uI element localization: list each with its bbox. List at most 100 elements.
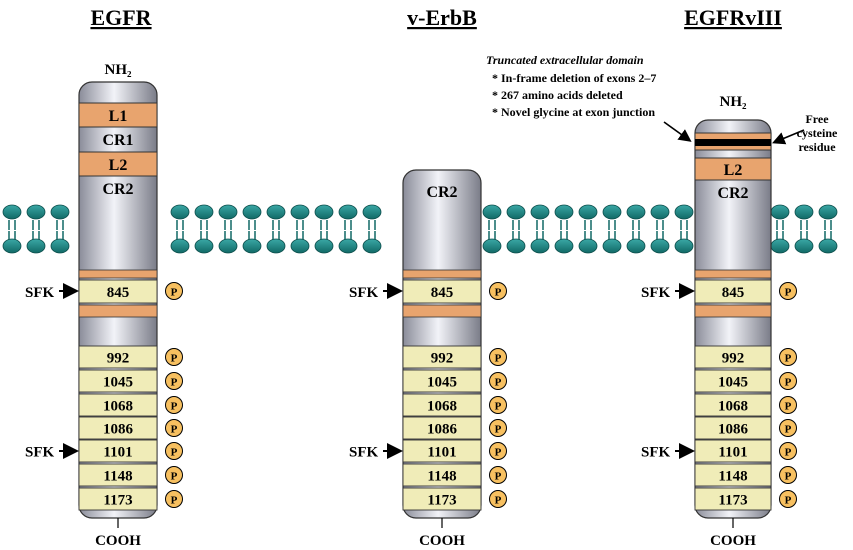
egfrviii-cr2-label: CR2 <box>717 185 748 202</box>
egfr-site-1045-label: 1045 <box>103 375 133 391</box>
verbb-site-1173 <box>402 487 482 511</box>
egfr-sfk-1101-label: SFK <box>25 445 55 461</box>
egfrviii-sfk-845-label: SFK <box>641 285 671 301</box>
egfr-l1-label: L1 <box>109 108 128 125</box>
egfrviii-nh2-label: NH₂ <box>720 94 748 110</box>
egfrviii-phospho-1086-label: P <box>785 424 792 436</box>
verbb-site-992 <box>402 345 482 369</box>
egfr-site-1086 <box>78 416 158 440</box>
lipid-head <box>50 204 70 220</box>
egfr-phospho-992-label: P <box>171 353 178 365</box>
egfrviii-phospho-1148-icon <box>779 466 797 484</box>
egfrviii-l2-label: L2 <box>724 162 743 179</box>
lipid-head <box>794 238 814 254</box>
lipid-head <box>242 238 262 254</box>
egfrviii-phospho-1068-icon <box>779 396 797 414</box>
egfrviii-phospho-1173-label: P <box>785 495 792 507</box>
annotation-line-2: * 267 amino acids deleted <box>492 88 623 102</box>
lipid-head <box>170 204 190 220</box>
egfrviii-sfk-1101-label: SFK <box>641 445 671 461</box>
lipid-head <box>626 238 646 254</box>
egfr-phospho-1045-label: P <box>171 377 178 389</box>
lipid-head <box>650 204 670 220</box>
free-cys-line-3: residue <box>798 140 836 154</box>
verbb-phospho-1068-label: P <box>495 401 502 413</box>
egfrviii-site-1148-label: 1148 <box>718 469 747 485</box>
lipid-head <box>554 204 574 220</box>
egfrviii-phospho-1173-icon <box>779 490 797 508</box>
title-verbb: v-ErbB <box>407 5 477 30</box>
verbb-site-845 <box>402 279 482 304</box>
lipid-head <box>506 204 526 220</box>
verbb-phospho-845-icon <box>489 282 507 300</box>
verbb-kinase-band-top <box>402 269 482 279</box>
egfr-phospho-1101-label: P <box>171 447 178 459</box>
egfrviii-phospho-1101-label: P <box>785 447 792 459</box>
lipid-head <box>674 204 694 220</box>
lipid-head <box>770 238 790 254</box>
lipid-head <box>266 238 286 254</box>
egfrviii-phospho-992-icon <box>779 348 797 366</box>
title-egfr: EGFR <box>90 5 152 30</box>
verbb-phospho-1045-icon <box>489 372 507 390</box>
egfrviii-phospho-845-label: P <box>785 287 792 299</box>
verbb-phospho-1101-icon <box>489 442 507 460</box>
verbb-phospho-1173-icon <box>489 490 507 508</box>
egfrviii-site-1045 <box>694 369 772 393</box>
egfrviii-phospho-1148-label: P <box>785 471 792 483</box>
egfr-site-992 <box>78 345 158 369</box>
verbb-phospho-992-label: P <box>495 353 502 365</box>
egfr-kinase-band-top <box>78 269 158 279</box>
lipid-head <box>506 238 526 254</box>
lipid-head <box>530 204 550 220</box>
verbb-phospho-1086-icon <box>489 419 507 437</box>
verbb-phospho-1045-label: P <box>495 377 502 389</box>
annotation-heading: Truncated extracellular domain <box>486 53 644 67</box>
verbb-phospho-1148-label: P <box>495 471 502 483</box>
lipid-head <box>218 204 238 220</box>
lipid-head <box>362 238 382 254</box>
verbb-cooh-label: COOH <box>419 533 465 549</box>
verbb-site-1101 <box>402 439 482 463</box>
egfrviii-site-1148 <box>694 463 772 487</box>
verbb-phospho-992-icon <box>489 348 507 366</box>
verbb-phospho-1068-icon <box>489 396 507 414</box>
lipid-head <box>794 204 814 220</box>
lipid-head <box>170 238 190 254</box>
egfrviii-phospho-845-icon <box>779 282 797 300</box>
egfrviii-site-992 <box>694 345 772 369</box>
lipid-head <box>530 238 550 254</box>
lipid-head <box>242 204 262 220</box>
verbb-kinase-band-bottom <box>402 304 482 318</box>
lipid-head <box>26 204 46 220</box>
egfr-phospho-1086-icon <box>165 419 183 437</box>
lipid-head <box>314 204 334 220</box>
egfrviii-l2-domain <box>694 157 772 181</box>
lipid-head <box>818 238 838 254</box>
egfr-phospho-992-icon <box>165 348 183 366</box>
egfr-site-1068 <box>78 393 158 417</box>
lipid-head <box>266 204 286 220</box>
lipid-head <box>194 238 214 254</box>
egfr-phospho-1173-icon <box>165 490 183 508</box>
egfrviii-site-1173 <box>694 487 772 511</box>
egfr-phospho-1086-label: P <box>171 424 178 436</box>
lipid-head <box>2 238 22 254</box>
lipid-head <box>650 238 670 254</box>
egfrviii-site-1068 <box>694 393 772 417</box>
egfr-phospho-845-label: P <box>171 287 178 299</box>
verbb-site-1068 <box>402 393 482 417</box>
verbb-sfk-1101-label: SFK <box>349 445 379 461</box>
egfr-site-1173-label: 1173 <box>103 493 132 509</box>
egfr-nh2-label: NH₂ <box>105 62 133 78</box>
lipid-head <box>602 204 622 220</box>
egfrviii-site-992-label: 992 <box>722 351 745 367</box>
lipid-head <box>482 238 502 254</box>
lipid-head <box>194 204 214 220</box>
egfrviii-site-1101 <box>694 439 772 463</box>
lipid-head <box>290 204 310 220</box>
egfr-site-1101 <box>78 439 158 463</box>
lipid-head <box>50 238 70 254</box>
egfr-phospho-1148-icon <box>165 466 183 484</box>
